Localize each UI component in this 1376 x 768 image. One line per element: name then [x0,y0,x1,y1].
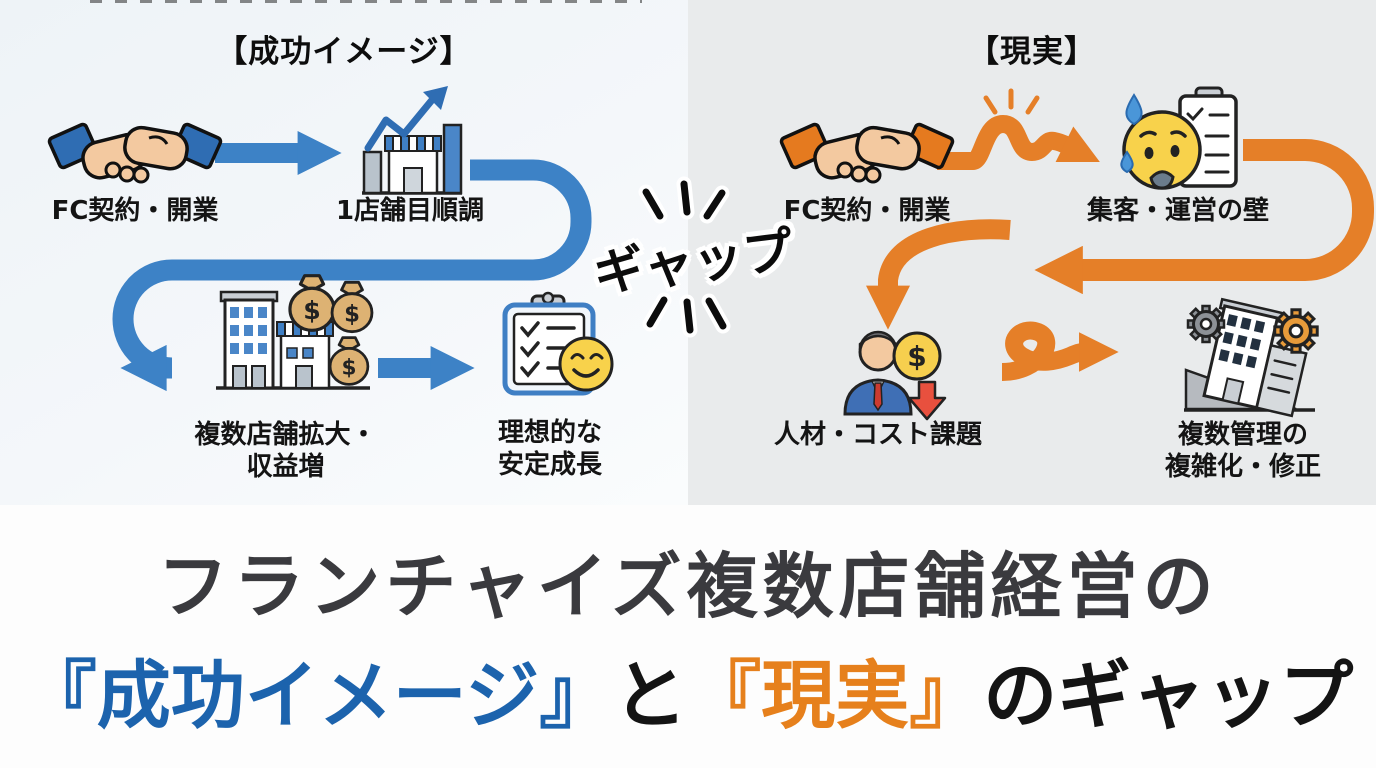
title-line1: フランチャイズ複数店舗経営の [157,545,1219,628]
label-fc-contract-reality: FC契約・開業 [783,196,951,226]
bump-emphasis-marks [983,88,1040,115]
gear-icon [1272,307,1320,355]
reality-knot-arrow [1001,321,1119,381]
top-crop-artifact [90,0,642,3]
label-management-complexity: 複数管理の 複雑化・修正 [1128,420,1358,483]
gear-icon [1186,304,1226,344]
label-hr-cost: 人材・コスト課題 [773,420,982,450]
diagram-art-layer: $ [46,86,1374,421]
label-expansion: 複数店舗拡大・ 収益増 [168,420,403,483]
tilted-building-gears-icon [1184,297,1320,418]
handshake-icon [46,121,224,184]
reality-bumpy-arrow [937,88,1100,170]
label-fc-contract-success: FC契約・開業 [51,196,219,226]
label-expansion-line1: 複数店舗拡大・ [194,420,377,450]
label-expansion-line2: 収益増 [246,451,325,482]
label-stable-growth: 理想的な 安定成長 [455,418,645,481]
success-s-curve-arrow [112,159,592,392]
checklist-smiley-icon [502,291,614,396]
svg-text:$: $ [907,340,926,373]
store-growth-chart-icon [362,86,463,195]
label-first-store: 1店舗目順調 [335,196,485,226]
label-stable-growth-line1: 理想的な [497,418,602,448]
title-line2: 『成功イメージ』と『現実』のギャップ [23,636,1354,743]
reality-panel-header: 【現実】 [968,34,1096,70]
label-stable-growth-line2: 安定成長 [497,449,602,480]
title-success-part: 『成功イメージ』 [22,653,614,739]
title-gap-part: のギャップ [983,653,1354,739]
title-and-part: と [613,653,688,739]
handshake-icon [778,121,956,184]
businessman-cost-down-icon: $ [843,330,947,421]
reality-hook-down-arrow [865,219,1011,330]
label-management-line2: 複雑化・修正 [1164,451,1321,482]
label-operation-wall: 集客・運営の壁 [1086,196,1269,226]
buildings-moneybags-icon [216,274,374,390]
worried-face-checklist-icon [1120,86,1238,190]
reality-u-turn-arrow [1034,139,1374,295]
reality-panel [688,0,1376,505]
success-panel-header: 【成功イメージ】 [216,34,472,70]
title-area: フランチャイズ複数店舗経営の 『成功イメージ』と『現実』のギャップ [0,505,1376,768]
label-management-line1: 複数管理の [1177,420,1308,450]
title-reality-part: 『現実』 [687,653,984,739]
gap-emphasis-marks [638,176,731,338]
